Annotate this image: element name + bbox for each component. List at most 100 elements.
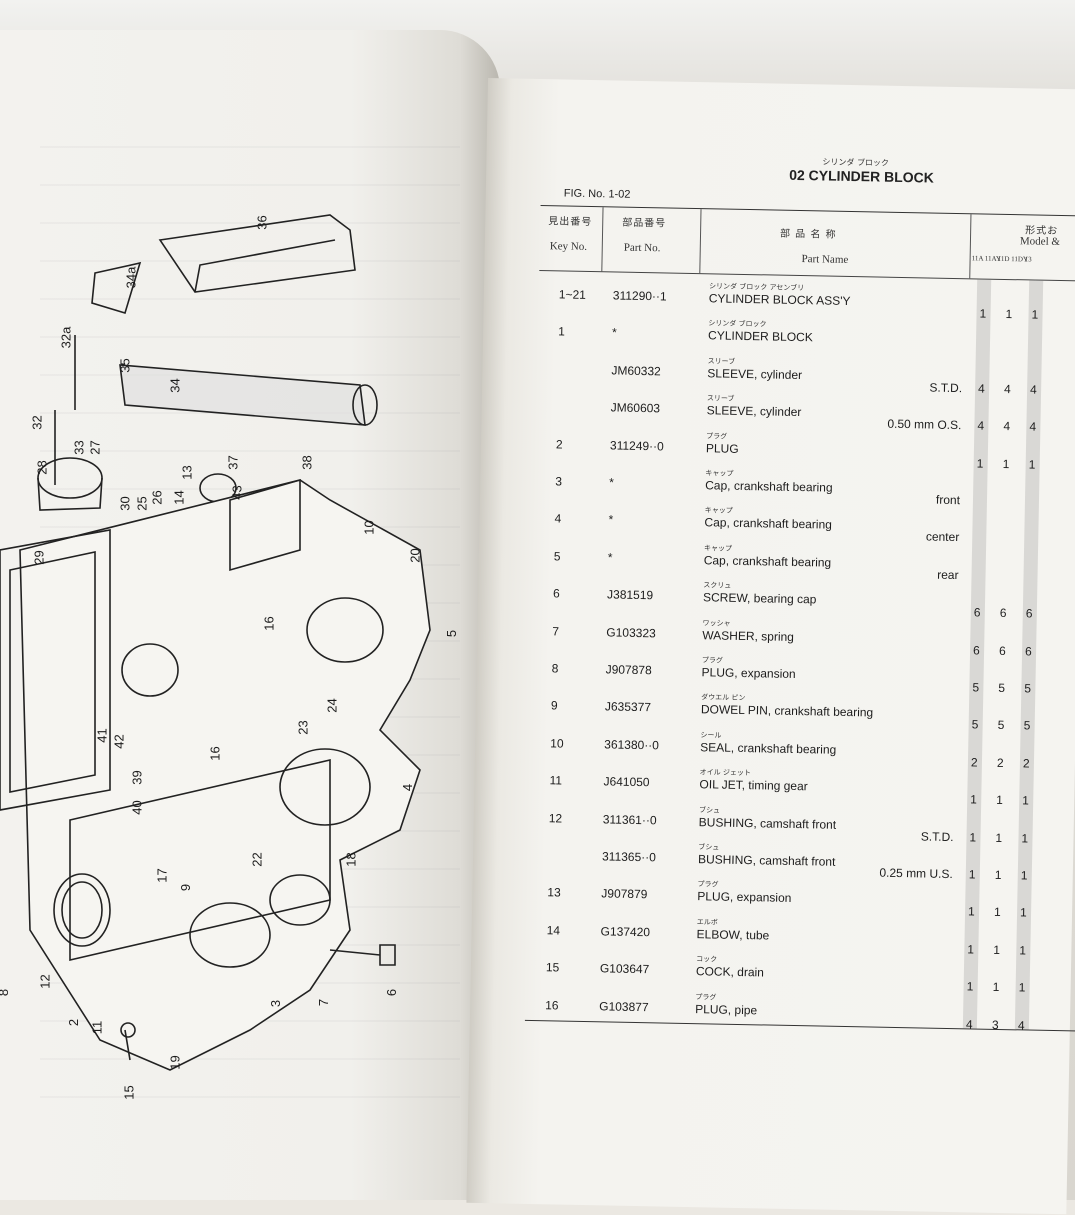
column-divider <box>969 214 972 279</box>
callout-number: 26 <box>149 490 165 505</box>
quantity: 1 <box>993 942 1001 957</box>
part-name: COCK, drain <box>695 964 765 980</box>
quantity: 5 <box>972 680 980 695</box>
quantity: 2 <box>996 755 1004 770</box>
quantity: 1 <box>1018 980 1026 995</box>
quantity: 1 <box>979 306 987 321</box>
quantity: 4 <box>977 381 985 396</box>
quantity: 1 <box>1019 905 1027 920</box>
quantity: 1 <box>994 867 1002 883</box>
quantity: 1 <box>1019 943 1027 958</box>
key-number: 12 <box>548 810 563 826</box>
part-number: J907878 <box>605 662 652 678</box>
part-note: S.T.D. <box>929 380 963 395</box>
callout-number: 36 <box>254 215 270 230</box>
callout-number: 9 <box>178 883 194 892</box>
callout-number: 25 <box>134 496 150 511</box>
quantity: 5 <box>1023 718 1031 733</box>
quantity: 1 <box>1002 456 1010 471</box>
callout-number: 14 <box>171 490 187 505</box>
key-number: 14 <box>546 923 561 938</box>
key-number: 8 <box>551 661 559 676</box>
key-number: 9 <box>550 698 558 713</box>
callout-number: 32 <box>29 415 45 430</box>
quantity: 1 <box>970 792 978 807</box>
callout-number: 35 <box>117 358 133 373</box>
part-number: J907879 <box>601 886 648 902</box>
callout-number: 12 <box>37 974 53 989</box>
part-name: OIL JET, timing gear <box>699 777 808 794</box>
header-key-en: Key No. <box>549 240 588 253</box>
part-name: BUSHING, camshaft front <box>697 852 836 869</box>
quantity: 1 <box>1021 830 1029 846</box>
key-number: 2 <box>555 436 563 452</box>
quantity: 1 <box>993 905 1001 920</box>
header-name-en: Part Name <box>801 253 849 266</box>
key-number: 3 <box>555 474 563 489</box>
callout-number: 10 <box>361 520 377 535</box>
part-name: CYLINDER BLOCK <box>707 328 813 345</box>
part-number: J641050 <box>603 774 650 790</box>
part-number: 311361··0 <box>602 811 657 827</box>
part-name: SLEEVE, cylinder <box>707 366 803 382</box>
quantity: 6 <box>973 605 981 620</box>
part-name: SCREW, bearing cap <box>702 590 817 607</box>
part-number: 311365··0 <box>601 849 657 865</box>
part-note: 0.25 mm U.S. <box>879 865 953 882</box>
part-name: BUSHING, camshaft front <box>698 814 837 832</box>
quantity: 1 <box>996 793 1004 808</box>
quantity: 1 <box>967 942 975 957</box>
callout-number: 42 <box>111 734 127 749</box>
quantity: 5 <box>1024 681 1032 696</box>
part-number: * <box>609 475 615 490</box>
part-note: rear <box>937 567 959 582</box>
part-number: 361380··0 <box>604 737 660 753</box>
key-number: 7 <box>552 623 560 639</box>
part-number: JM60603 <box>610 400 661 416</box>
callout-number: 15 <box>121 1085 137 1100</box>
callout-number: 18 <box>343 852 359 867</box>
callout-number: 13 <box>179 465 195 480</box>
part-name-ruby: ブシュ <box>698 805 721 815</box>
part-name-ruby: スリーブ <box>707 357 736 366</box>
callout-number: 5 <box>444 629 460 638</box>
callout-number: 3 <box>268 999 284 1008</box>
callout-number: 16 <box>207 746 223 761</box>
key-number: 5 <box>553 549 561 564</box>
part-name-ruby: コック <box>696 955 718 964</box>
callout-number: 19 <box>167 1055 183 1070</box>
key-number: 15 <box>545 960 560 975</box>
quantity: 4 <box>977 418 985 433</box>
quantity: 5 <box>997 718 1005 733</box>
quantity: 1 <box>1020 868 1028 883</box>
callout-number: 37 <box>225 455 241 470</box>
part-number: JM60332 <box>611 363 661 379</box>
figure-number: FIG. No. 1-02 <box>563 187 631 201</box>
part-number: G103877 <box>599 998 649 1014</box>
callout-number: 24 <box>324 698 340 713</box>
quantity: 4 <box>1003 381 1011 396</box>
part-number: J635377 <box>604 699 652 715</box>
part-name-ruby: ワッシャ <box>702 618 731 628</box>
quantity: 1 <box>976 456 984 471</box>
right-page-parts-list: シリンダ ブロック 02 CYLINDER BLOCK FIG. No. 1-0… <box>466 78 1075 1215</box>
callout-number: 17 <box>154 868 170 883</box>
part-name-ruby: キャップ <box>705 469 734 478</box>
quantity: 1 <box>1022 793 1030 808</box>
quantity: 6 <box>1025 606 1033 621</box>
callout-number: 32a <box>58 326 74 349</box>
part-name-ruby: シール <box>700 730 722 740</box>
part-name-ruby: キャップ <box>704 506 733 516</box>
part-name: Cap, crankshaft bearing <box>703 553 832 570</box>
part-number: 311290··1 <box>612 288 667 304</box>
callout-number: 39 <box>129 770 145 785</box>
key-number: 16 <box>545 997 559 1013</box>
key-number: 6 <box>552 586 560 601</box>
callout-number: 2 <box>66 1018 82 1027</box>
part-name: Cap, crankshaft bearing <box>704 515 833 533</box>
header-part-en: Part No. <box>623 241 661 255</box>
callout-number: 11 <box>89 1020 105 1035</box>
column-divider <box>601 207 604 272</box>
quantity: 1 <box>1028 457 1036 472</box>
quantity: 5 <box>971 717 979 732</box>
